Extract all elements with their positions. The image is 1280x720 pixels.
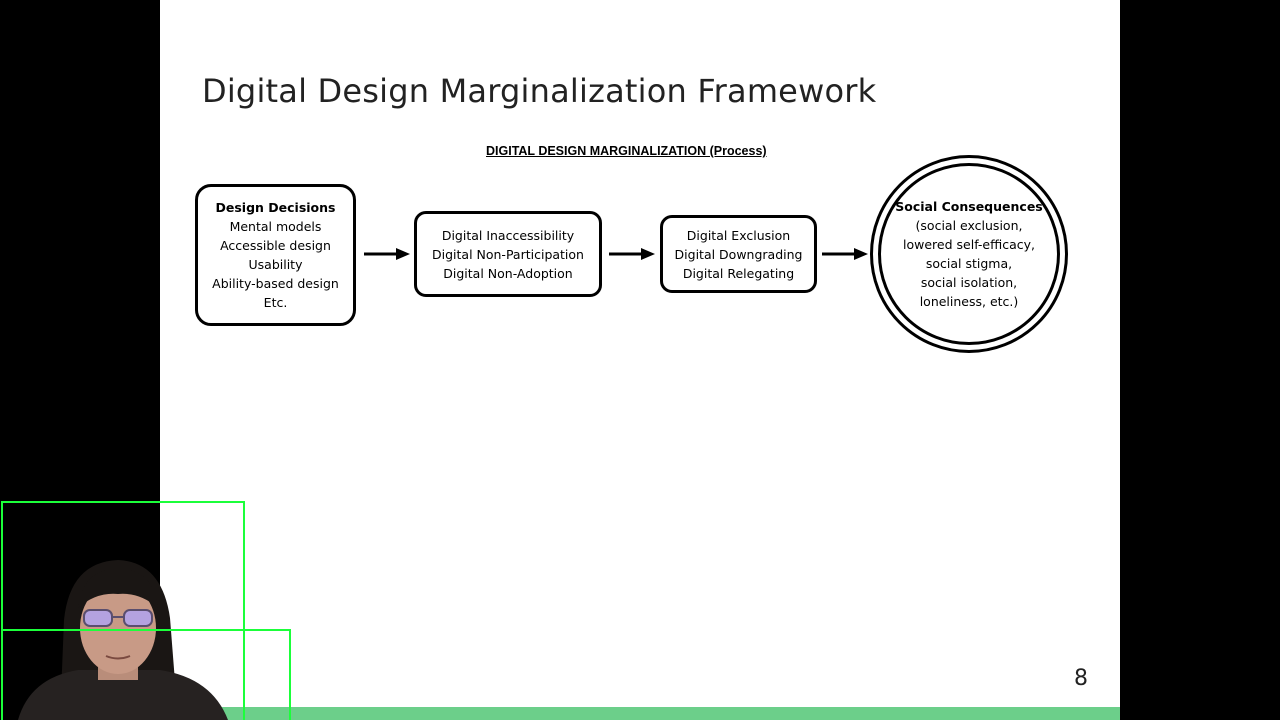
exclusion-item: Digital Downgrading <box>674 246 803 262</box>
webcam-highlight-frame <box>1 501 245 720</box>
presenter-video-icon <box>0 500 246 720</box>
webcam-highlight-frame <box>1 629 291 720</box>
digital-inaccessibility-box: Digital Inaccessibility Digital Non-Part… <box>414 211 602 297</box>
inaccessibility-item: Digital Non-Adoption <box>443 265 573 281</box>
social-consequences-inner-circle: Social Consequences (social exclusion, l… <box>878 163 1060 345</box>
design-decisions-box: Design Decisions Mental models Accessibl… <box>195 184 356 326</box>
inaccessibility-item: Digital Inaccessibility <box>441 227 575 243</box>
exclusion-item: Digital Relegating <box>682 265 795 281</box>
design-decisions-item: Mental models <box>229 219 322 234</box>
right-arrow-icon <box>609 248 655 260</box>
digital-exclusion-box: Digital Exclusion Digital Downgrading Di… <box>660 215 817 293</box>
diagram-heading: DIGITAL DESIGN MARGINALIZATION (Process) <box>486 144 767 158</box>
social-consequences-item: loneliness, etc.) <box>919 294 1019 309</box>
design-decisions-item: Ability-based design <box>212 276 339 291</box>
design-decisions-item: Usability <box>248 257 303 272</box>
design-decisions-item: Accessible design <box>220 238 331 253</box>
social-consequences-circle: Social Consequences (social exclusion, l… <box>870 155 1068 353</box>
social-consequences-item: lowered self-efficacy, <box>903 237 1035 252</box>
design-decisions-title: Design Decisions <box>215 200 336 215</box>
right-arrow-icon <box>822 248 868 260</box>
exclusion-item: Digital Exclusion <box>686 227 791 243</box>
slide-accent-bar <box>160 707 1120 720</box>
slide-title: Digital Design Marginalization Framework <box>202 72 877 110</box>
slide-page-number: 8 <box>1074 666 1088 691</box>
social-consequences-item: social isolation, <box>920 275 1018 290</box>
inaccessibility-item: Digital Non-Participation <box>432 246 584 262</box>
slide: Digital Design Marginalization Framework… <box>160 0 1120 720</box>
social-consequences-item: (social exclusion, <box>915 218 1023 233</box>
social-consequences-title: Social Consequences <box>895 199 1043 214</box>
design-decisions-item: Etc. <box>263 295 288 310</box>
right-arrow-icon <box>364 248 410 260</box>
social-consequences-item: social stigma, <box>925 256 1013 271</box>
presenter-webcam-feed[interactable] <box>0 500 246 720</box>
